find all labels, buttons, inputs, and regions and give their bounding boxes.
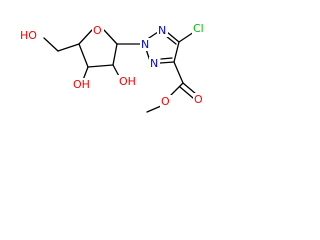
bond-ch2-c4 <box>57 43 80 52</box>
bond-c4t-n3a <box>159 61 175 64</box>
bond-c4-ring-o <box>78 29 93 45</box>
bond-n1-c5b <box>165 35 177 45</box>
bond-cester-o-b <box>179 86 194 99</box>
bond-c3-oh <box>82 66 89 81</box>
bond-oether-ch3 <box>146 105 162 113</box>
atom-labels: HO O OH OH N N N Cl O O <box>18 22 208 108</box>
bond-cester-oether <box>170 82 184 96</box>
bond-n1-c5a <box>166 31 180 43</box>
bond-c1-c2 <box>112 43 118 66</box>
label-chlorine: Cl <box>193 22 204 35</box>
bond-c5-cl <box>178 31 195 43</box>
bond-c3-c4 <box>78 43 89 68</box>
bond-ho-ch2 <box>43 37 59 52</box>
label-triazole-n2: N <box>141 38 149 51</box>
bond-c4t-cester <box>173 61 184 84</box>
label-c2-hydroxyl: OH <box>119 75 136 88</box>
label-triazole-n3: N <box>150 57 158 70</box>
label-ring-oxygen: O <box>93 24 102 37</box>
label-ester-oxygen: O <box>161 95 170 108</box>
bonds <box>43 29 197 113</box>
label-triazole-n1: N <box>158 24 166 37</box>
label-hydroxymethyl-oh: HO <box>20 29 37 42</box>
bond-cester-o-a <box>182 82 197 95</box>
bond-c2-c3 <box>87 64 114 68</box>
bond-ring-o-c1 <box>103 29 118 45</box>
label-c3-hydroxyl: OH <box>73 78 90 91</box>
label-ester-carbonyl-oxygen: O <box>194 93 203 106</box>
bond-c5-c4t <box>173 41 180 63</box>
bond-c4t-n3b <box>160 57 173 60</box>
molecule-structure: HO O OH OH N N N Cl O O <box>18 22 208 113</box>
